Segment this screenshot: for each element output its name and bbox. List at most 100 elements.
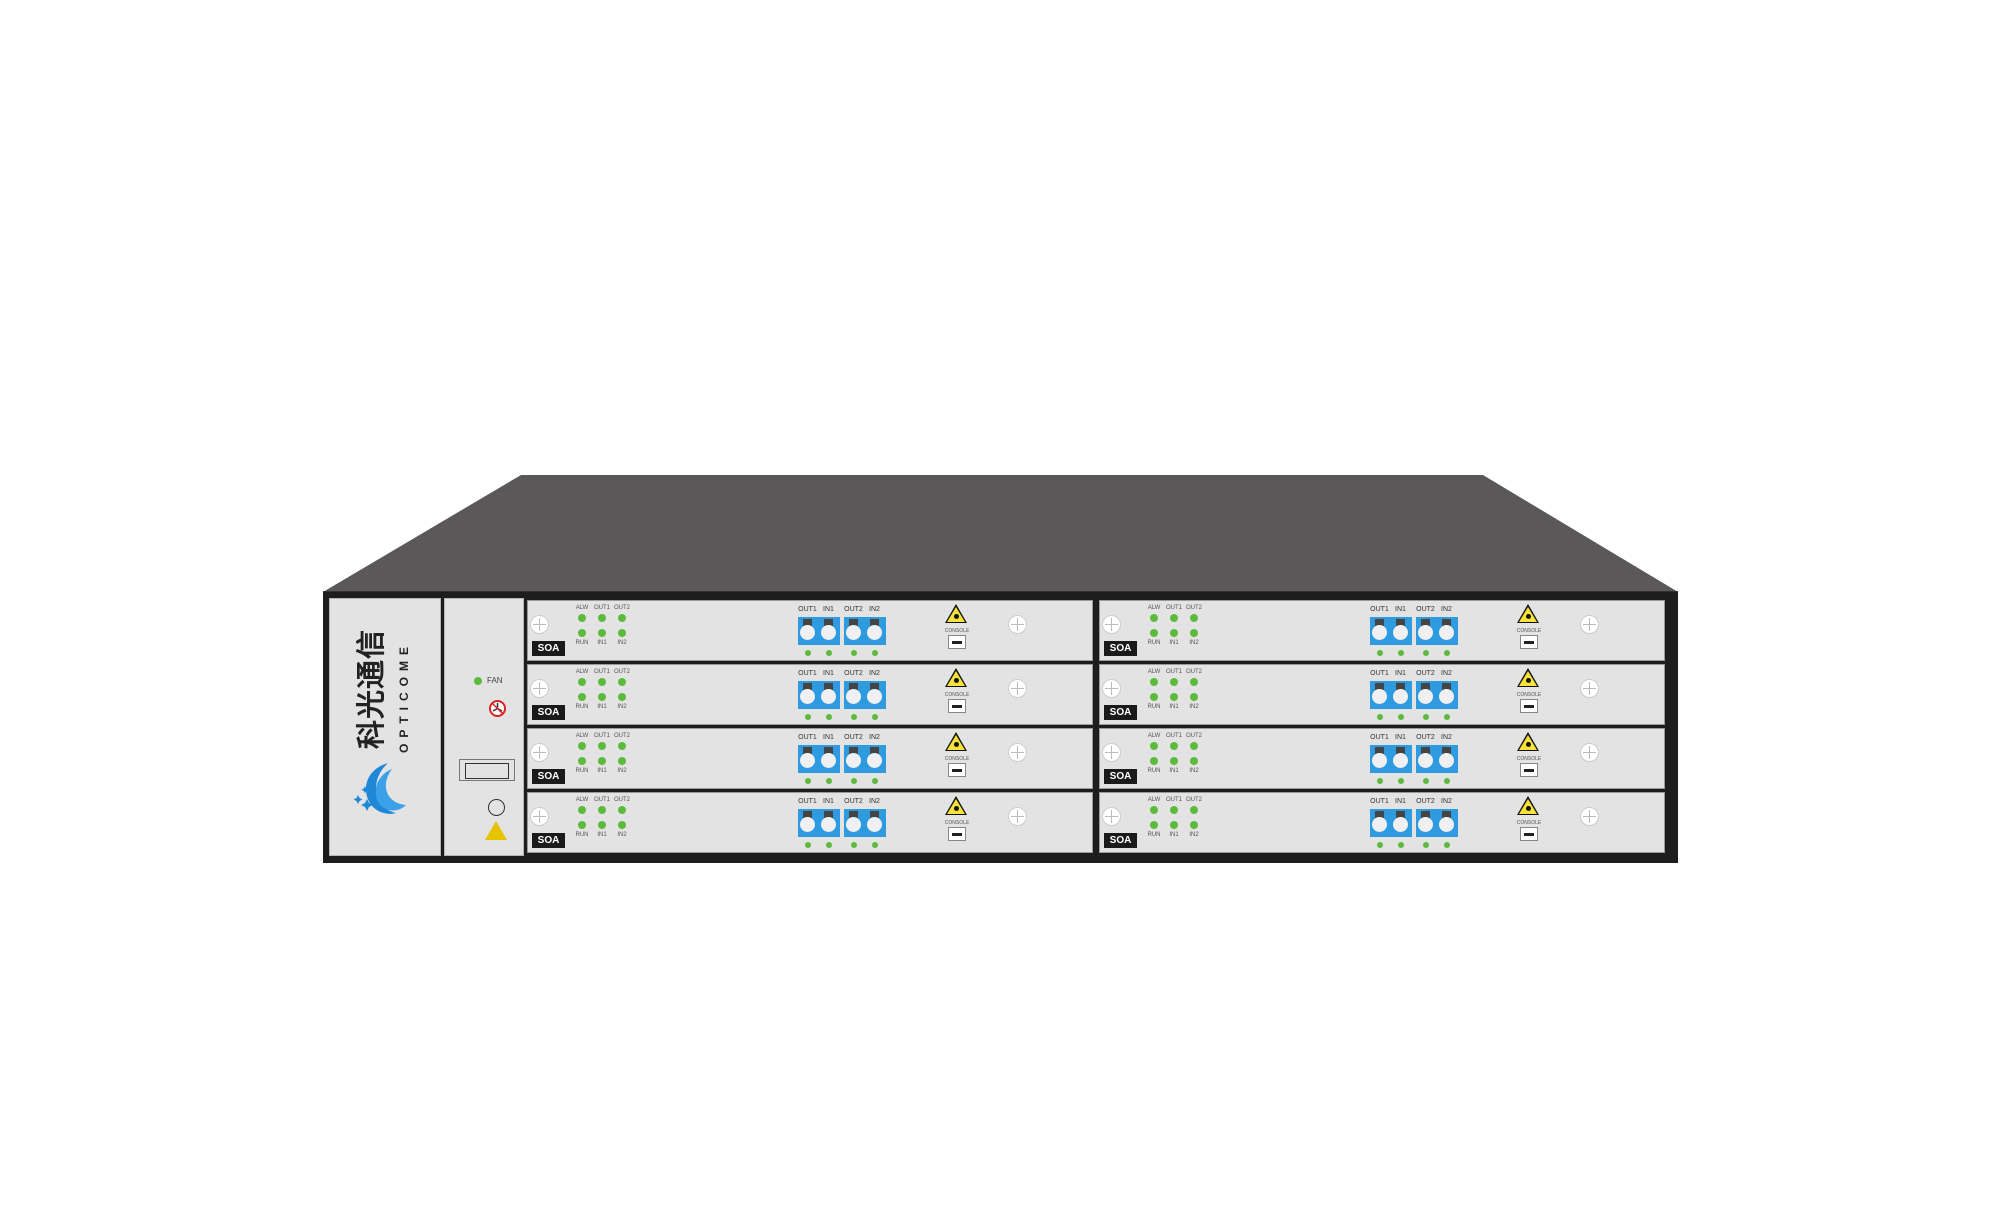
console-port[interactable] <box>948 699 966 713</box>
thumb-screw-icon[interactable] <box>530 807 549 826</box>
fiber-connector-block[interactable] <box>844 617 886 645</box>
fiber-connector-block[interactable] <box>844 681 886 709</box>
fiber-connector-block[interactable] <box>798 809 840 837</box>
led-label: OUT2 <box>613 605 630 611</box>
status-led <box>1190 821 1198 829</box>
fiber-connector-block[interactable] <box>1416 809 1458 837</box>
status-led <box>1150 678 1158 686</box>
status-led <box>618 821 626 829</box>
fiber-connector-block[interactable] <box>1370 745 1412 773</box>
port-led <box>1443 650 1450 656</box>
thumb-screw-icon[interactable] <box>530 743 549 762</box>
fiber-connector-block[interactable] <box>798 745 840 773</box>
no-fan-touch-icon <box>489 700 506 717</box>
led-label: RUN <box>575 640 589 646</box>
console-port[interactable] <box>948 763 966 777</box>
port-led <box>1397 714 1404 720</box>
port-label: IN1 <box>823 734 834 741</box>
fiber-connector-block[interactable] <box>844 809 886 837</box>
console-label: CONSOLE <box>1516 628 1542 634</box>
status-led <box>1190 693 1198 701</box>
brand-name-cn: 科光通信 <box>356 628 388 749</box>
status-led <box>1190 629 1198 637</box>
thumb-screw-icon[interactable] <box>1008 679 1027 698</box>
fiber-connector-block[interactable] <box>798 617 840 645</box>
console-port[interactable] <box>1520 635 1538 649</box>
fiber-connector-block[interactable] <box>1370 681 1412 709</box>
fiber-connector-block[interactable] <box>1416 617 1458 645</box>
status-led <box>1170 821 1178 829</box>
thumb-screw-icon[interactable] <box>1102 807 1121 826</box>
status-led <box>578 678 586 686</box>
led-label: OUT1 <box>593 733 610 739</box>
status-led <box>1190 742 1198 750</box>
status-led <box>598 678 606 686</box>
led-label: OUT2 <box>1185 797 1202 803</box>
laser-warning-icon <box>1517 796 1539 815</box>
fan-led <box>474 677 482 685</box>
thumb-screw-icon[interactable] <box>1102 615 1121 634</box>
led-label: RUN <box>1147 704 1161 710</box>
thumb-screw-icon[interactable] <box>1580 615 1599 634</box>
thumb-screw-icon[interactable] <box>1008 615 1027 634</box>
port-label: IN1 <box>1395 670 1406 677</box>
thumb-screw-icon[interactable] <box>1580 743 1599 762</box>
port-led <box>825 714 832 720</box>
console-port[interactable] <box>1520 827 1538 841</box>
console-port[interactable] <box>948 827 966 841</box>
port-label: IN2 <box>1441 798 1452 805</box>
laser-warning-icon <box>945 732 967 751</box>
reset-button[interactable] <box>488 799 505 816</box>
port-led <box>1422 778 1429 784</box>
fan-tray-handle[interactable] <box>459 759 515 781</box>
led-label: OUT1 <box>593 605 610 611</box>
port-led <box>1376 842 1383 848</box>
led-label: IN1 <box>1169 640 1179 646</box>
thumb-screw-icon[interactable] <box>530 679 549 698</box>
port-led <box>1422 650 1429 656</box>
status-led <box>1150 614 1158 622</box>
fiber-connector-block[interactable] <box>798 681 840 709</box>
port-led <box>1443 778 1450 784</box>
port-label: OUT2 <box>844 670 863 677</box>
status-led <box>598 614 606 622</box>
status-led <box>578 693 586 701</box>
fiber-connector-block[interactable] <box>1370 617 1412 645</box>
led-label: OUT2 <box>1185 733 1202 739</box>
fiber-connector-block[interactable] <box>1416 745 1458 773</box>
port-led <box>804 650 811 656</box>
fiber-connector-block[interactable] <box>1370 809 1412 837</box>
led-label: IN1 <box>597 768 607 774</box>
led-label: OUT2 <box>613 733 630 739</box>
thumb-screw-icon[interactable] <box>1102 743 1121 762</box>
led-label: OUT2 <box>1185 669 1202 675</box>
port-led <box>1443 714 1450 720</box>
led-label: RUN <box>575 704 589 710</box>
led-label: RUN <box>1147 832 1161 838</box>
status-led <box>1150 693 1158 701</box>
thumb-screw-icon[interactable] <box>1580 679 1599 698</box>
status-led <box>618 629 626 637</box>
thumb-screw-icon[interactable] <box>1008 743 1027 762</box>
thumb-screw-icon[interactable] <box>1008 807 1027 826</box>
status-led <box>618 806 626 814</box>
thumb-screw-icon[interactable] <box>1580 807 1599 826</box>
port-label: OUT2 <box>1416 606 1435 613</box>
port-label: IN1 <box>1395 734 1406 741</box>
port-label: IN2 <box>869 670 880 677</box>
led-label: IN2 <box>1189 832 1199 838</box>
console-port[interactable] <box>1520 699 1538 713</box>
console-port[interactable] <box>948 635 966 649</box>
status-led <box>598 742 606 750</box>
status-led <box>1170 678 1178 686</box>
led-label: IN2 <box>617 832 627 838</box>
fiber-connector-block[interactable] <box>844 745 886 773</box>
thumb-screw-icon[interactable] <box>530 615 549 634</box>
laser-warning-icon <box>945 668 967 687</box>
status-led <box>1170 757 1178 765</box>
port-label: OUT1 <box>1370 670 1389 677</box>
console-port[interactable] <box>1520 763 1538 777</box>
fiber-connector-block[interactable] <box>1416 681 1458 709</box>
thumb-screw-icon[interactable] <box>1102 679 1121 698</box>
